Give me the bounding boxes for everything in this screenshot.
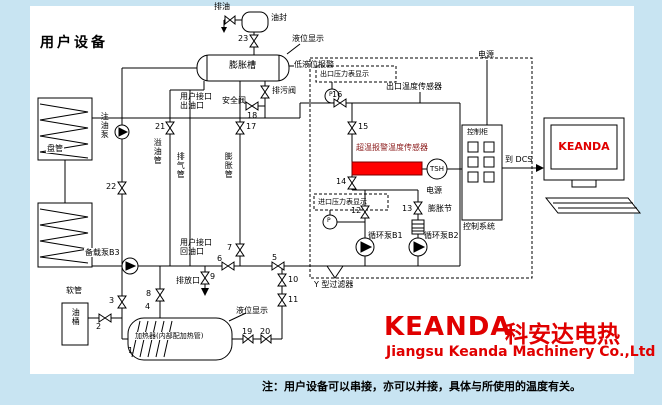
valve-number-14: 14 xyxy=(336,177,347,186)
label-drain-valve: 排污阀 xyxy=(272,86,296,95)
label-outlet-pressure: 出口压力表显示 xyxy=(320,70,369,78)
valve-number-5: 5 xyxy=(272,253,278,262)
label-gauge-inlet: P xyxy=(327,217,331,224)
label-pump-b2: 循环泵B2 xyxy=(424,231,459,240)
label-control-system: 控制系统 xyxy=(463,222,495,231)
valve-number-3: 3 xyxy=(109,296,115,305)
valve-number-2: 2 xyxy=(96,322,102,331)
label-oil-seal: 油封 xyxy=(271,13,287,22)
valve-number-6: 6 xyxy=(217,254,223,263)
valve-number-18: 18 xyxy=(247,111,258,120)
label-inlet-pressure: 进口压力表显示 xyxy=(318,198,367,206)
label-vent-pipe: 排气管 xyxy=(176,152,186,179)
label-tsh: TSH xyxy=(430,165,444,173)
label-coil: 盘管 xyxy=(46,144,64,154)
valve-number-19: 19 xyxy=(242,327,253,336)
label-user-outlet: 用户接口 出油口 xyxy=(180,92,212,111)
label-expansion-joint: 膨胀节 xyxy=(428,204,452,213)
label-user-return: 用户接口 回油口 xyxy=(180,238,212,257)
label-power-top: 电源 xyxy=(478,50,494,59)
label-overtemp-sensor: 超温报警温度传感器 xyxy=(356,143,428,152)
valve-number-17: 17 xyxy=(246,122,257,131)
valve-number-8: 8 xyxy=(146,289,152,298)
label-power-mid: 电源 xyxy=(426,186,442,195)
monitor-screen-text: KEANDA xyxy=(558,140,610,153)
valve-number-9: 9 xyxy=(210,272,216,281)
label-low-level-alarm: 低液位报警 xyxy=(294,60,334,69)
page-title: 用户设备 xyxy=(40,35,108,51)
valve-number-13: 13 xyxy=(402,204,413,213)
brand-logo-cn: 科安达电热 xyxy=(505,322,620,348)
label-heater: 加热器(内部配加热管) xyxy=(134,332,205,341)
label-discharge-port: 排放口 xyxy=(176,276,200,285)
label-pump-b1: 循环泵B1 xyxy=(368,231,403,240)
label-outlet-temp-sensor: 出口温度传感器 xyxy=(386,82,442,91)
valve-number-22: 22 xyxy=(106,182,117,191)
label-gauge-outlet: P xyxy=(329,91,333,98)
valve-number-23: 23 xyxy=(238,34,249,43)
footer-note: 注：用户设备可以串接，亦可以并接，具体与所使用的温度有关。 xyxy=(262,380,581,393)
label-level-display-top: 液位显示 xyxy=(292,34,324,43)
valve-number-15: 15 xyxy=(358,122,369,131)
valve-number-11: 11 xyxy=(288,295,299,304)
label-control-cabinet: 控制柜 xyxy=(466,128,489,137)
valve-number-1: 1 xyxy=(128,346,134,355)
valve-number-10: 10 xyxy=(288,275,299,284)
label-safety-valve: 安全阀 xyxy=(222,96,246,105)
valve-number-20: 20 xyxy=(260,327,271,336)
label-hose: 软管 xyxy=(66,286,82,295)
brand-logo-en: KEANDA xyxy=(384,312,512,342)
label-to-dcs: 到 DCS xyxy=(505,155,533,164)
label-y-filter: Y 型过滤器 xyxy=(314,280,354,289)
valve-number-12: 12 xyxy=(351,206,362,215)
valve-number-7: 7 xyxy=(227,243,233,252)
valve-number-16: 16 xyxy=(332,90,343,99)
label-level-display-bottom: 液位显示 xyxy=(236,306,268,315)
valve-number-21: 21 xyxy=(155,122,166,131)
label-overflow-pipe: 溢油管 xyxy=(153,138,163,165)
label-expansion-tank: 膨胀槽 xyxy=(228,61,258,72)
label-oil-drum: 油桶 xyxy=(70,308,82,326)
valve-number-4: 4 xyxy=(145,302,151,311)
label-inject-pump: 注油泵 xyxy=(100,112,110,139)
label-backup-pump-b3: 备载泵B3 xyxy=(84,248,121,258)
brand-company-name: Jiangsu Keanda Machinery Co.,Ltd xyxy=(386,344,656,360)
label-expansion-pipe: 膨胀管 xyxy=(224,152,234,179)
label-drain-oil: 排油 xyxy=(214,2,230,11)
